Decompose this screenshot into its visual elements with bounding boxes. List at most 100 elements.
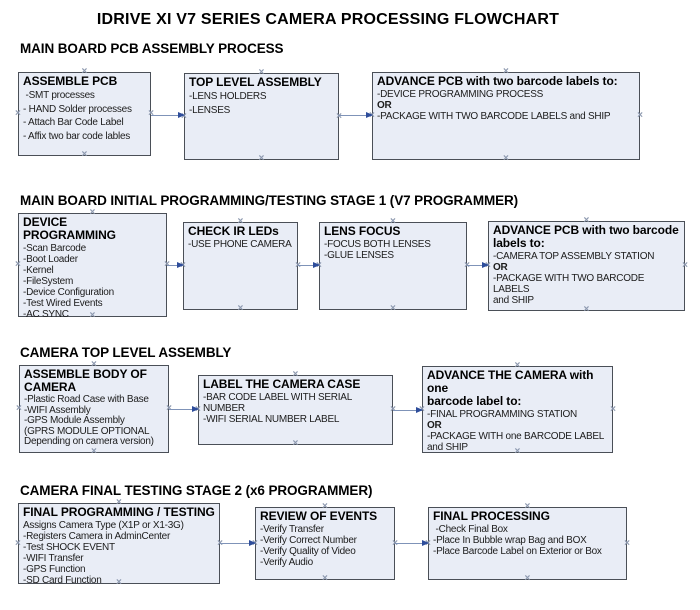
box-item: -USE PHONE CAMERA xyxy=(188,239,292,250)
box-title: CHECK IR LEDs xyxy=(188,224,279,238)
box-item: -FOCUS BOTH LENSES xyxy=(324,239,431,250)
box-title: FINAL PROGRAMMING / TESTING xyxy=(23,505,215,519)
arrowhead-icon xyxy=(366,112,373,118)
box-item-list: -BAR CODE LABEL WITH SERIAL NUMBER-WIFI … xyxy=(203,392,388,425)
box-title: ADVANCE PCB with two barcode labels to: xyxy=(493,223,679,250)
box-item: OR xyxy=(493,262,508,273)
flow-box-review-of-events: REVIEW OF EVENTS -Verify Transfer-Verify… xyxy=(252,502,398,584)
box-item: -GPS Module Assembly xyxy=(24,415,125,426)
box-item: -Device Configuration xyxy=(23,287,114,298)
box-item: -Kernel xyxy=(23,265,54,276)
box-item: -Test Wired Events xyxy=(23,298,103,309)
connection-point-icon: × xyxy=(81,149,88,160)
connection-point-icon: × xyxy=(322,573,328,584)
flow-box-device-programming: DEVICE PROGRAMMING -Scan Barcode-Boot Lo… xyxy=(15,208,170,321)
box-item: -Place Barcode Label on Exterior or Box xyxy=(433,546,602,557)
box-title: LENS FOCUS xyxy=(324,224,401,238)
arrowhead-icon xyxy=(422,540,429,546)
box-item: -LENSES xyxy=(189,104,231,116)
box-item-list: -FOCUS BOTH LENSES-GLUE LENSES xyxy=(324,239,462,261)
connection-point-icon: × xyxy=(91,446,97,457)
flow-box-check-ir-leds: CHECK IR LEDs -USE PHONE CAMERA ×××× xyxy=(180,217,301,314)
box-item: -WIFI Transfer xyxy=(23,553,84,564)
flow-arrow xyxy=(393,407,423,413)
connection-point-icon: × xyxy=(390,303,396,314)
box-item-list: -Scan Barcode-Boot Loader-Kernel-FileSys… xyxy=(23,243,162,320)
box-title: REVIEW OF EVENTS xyxy=(260,509,378,523)
connection-point-icon: × xyxy=(583,304,590,315)
flow-arrow xyxy=(169,406,199,412)
connection-point-icon: × xyxy=(637,110,643,121)
connection-point-icon: × xyxy=(15,537,21,549)
connection-point-icon: × xyxy=(503,153,509,164)
flow-arrow xyxy=(151,112,185,118)
box-title: TOP LEVEL ASSEMBLY xyxy=(189,75,322,89)
connection-point-icon: × xyxy=(682,260,688,271)
connection-point-icon: × xyxy=(237,303,244,314)
box-item: -FINAL PROGRAMMING STATION xyxy=(427,409,577,420)
box-item: OR xyxy=(377,100,392,111)
box-item-list: -Check Final Box-Place In Bubble wrap Ba… xyxy=(433,524,622,557)
section-heading-pcb-assembly: MAIN BOARD PCB ASSEMBLY PROCESS xyxy=(20,41,284,56)
flow-box-advance-pcb-two-labels: ADVANCE PCB with two barcode labels to: … xyxy=(369,67,643,164)
flow-box-label-the-camera-case: LABEL THE CAMERA CASE -BAR CODE LABEL WI… xyxy=(195,370,396,449)
box-title: ASSEMBLE PCB xyxy=(23,74,118,88)
box-item: -Verify Audio xyxy=(260,557,313,568)
box-item-list: -Verify Transfer-Verify Correct Number-V… xyxy=(260,524,390,568)
box-item: -CAMERA TOP ASSEMBLY STATION xyxy=(493,251,655,262)
box-item-list: -Plastic Road Case with Base-WIFI Assemb… xyxy=(24,394,164,448)
flow-box-assemble-body-of-camera: ASSEMBLE BODY OF CAMERA -Plastic Road Ca… xyxy=(16,360,172,457)
flow-arrow xyxy=(339,112,373,118)
flow-arrow xyxy=(298,262,320,268)
box-item: Assigns Camera Type (X1P or X1-3G) xyxy=(23,520,184,531)
connection-point-icon: × xyxy=(15,108,21,119)
flow-box-final-processing: FINAL PROCESSING -Check Final Box-Place … xyxy=(425,502,630,584)
arrowhead-icon xyxy=(416,407,423,413)
box-item-list: -SMT processes - HAND Solder processes - A… xyxy=(23,89,146,143)
flow-box-advance-camera-one-label: ADVANCE THE CAMERA with one barcode labe… xyxy=(419,361,616,457)
box-item: -Test SHOCK EVENT xyxy=(23,542,115,553)
arrowhead-icon xyxy=(177,262,184,268)
box-item: - HAND Solder processes xyxy=(23,103,132,115)
flow-box-top-level-assembly: TOP LEVEL ASSEMBLY -LENS HOLDERS-LENSES … xyxy=(181,68,342,164)
box-item: -BAR CODE LABEL WITH SERIAL NUMBER xyxy=(203,392,355,414)
box-title: LABEL THE CAMERA CASE xyxy=(203,377,361,391)
box-item: -Verify Correct Number xyxy=(260,535,357,546)
box-item: -FileSystem xyxy=(23,276,74,287)
connection-point-icon: × xyxy=(292,438,299,449)
box-item: -Check Final Box xyxy=(433,524,508,535)
box-title: ASSEMBLE BODY OF CAMERA xyxy=(24,367,147,394)
connection-point-icon: × xyxy=(148,108,154,119)
box-item: - Affix two bar code lables xyxy=(23,130,131,142)
arrowhead-icon xyxy=(313,262,320,268)
box-title: ADVANCE PCB with two barcode labels to: xyxy=(377,74,618,88)
connection-point-icon: × xyxy=(610,403,616,415)
section-heading-initial-programming: MAIN BOARD INITIAL PROGRAMMING/TESTING S… xyxy=(20,193,519,208)
box-item: -GLUE LENSES xyxy=(324,250,394,261)
box-title: DEVICE PROGRAMMING xyxy=(23,215,116,242)
arrowhead-icon xyxy=(178,112,185,118)
box-item: (GPRS MODULE OPTIONAL xyxy=(24,425,150,437)
box-item: -AC SYNC xyxy=(23,309,69,320)
connection-point-icon: × xyxy=(258,153,265,164)
flow-box-final-programming-testing: FINAL PROGRAMMING / TESTING Assigns Came… xyxy=(15,498,223,588)
flow-box-lens-focus: LENS FOCUS -FOCUS BOTH LENSES-GLUE LENSE… xyxy=(316,217,470,314)
box-title: ADVANCE THE CAMERA with one barcode labe… xyxy=(427,368,594,408)
box-item: -PACKAGE WITH TWO BARCODE LABELS and SHI… xyxy=(493,273,645,306)
box-item: -SD Card Function xyxy=(23,575,102,586)
box-item: -Verify Quality of Video xyxy=(260,546,356,557)
flow-arrow xyxy=(395,540,429,546)
box-item: -Boot Loader xyxy=(23,254,78,265)
box-item-list: -USE PHONE CAMERA xyxy=(188,239,293,250)
box-item-list: Assigns Camera Type (X1P or X1-3G)-Regis… xyxy=(23,520,215,586)
box-item: -LENS HOLDERS xyxy=(189,91,267,102)
connection-point-icon: × xyxy=(15,259,21,270)
arrowhead-icon xyxy=(249,540,256,546)
box-item: -SMT processes xyxy=(23,90,95,101)
box-item: -PACKAGE WITH TWO BARCODE LABELS and SHI… xyxy=(377,111,611,122)
section-heading-camera-top-assembly: CAMERA TOP LEVEL ASSEMBLY xyxy=(20,345,232,360)
box-item: -PACKAGE WITH one BARCODE LABEL and SHIP xyxy=(427,431,605,453)
